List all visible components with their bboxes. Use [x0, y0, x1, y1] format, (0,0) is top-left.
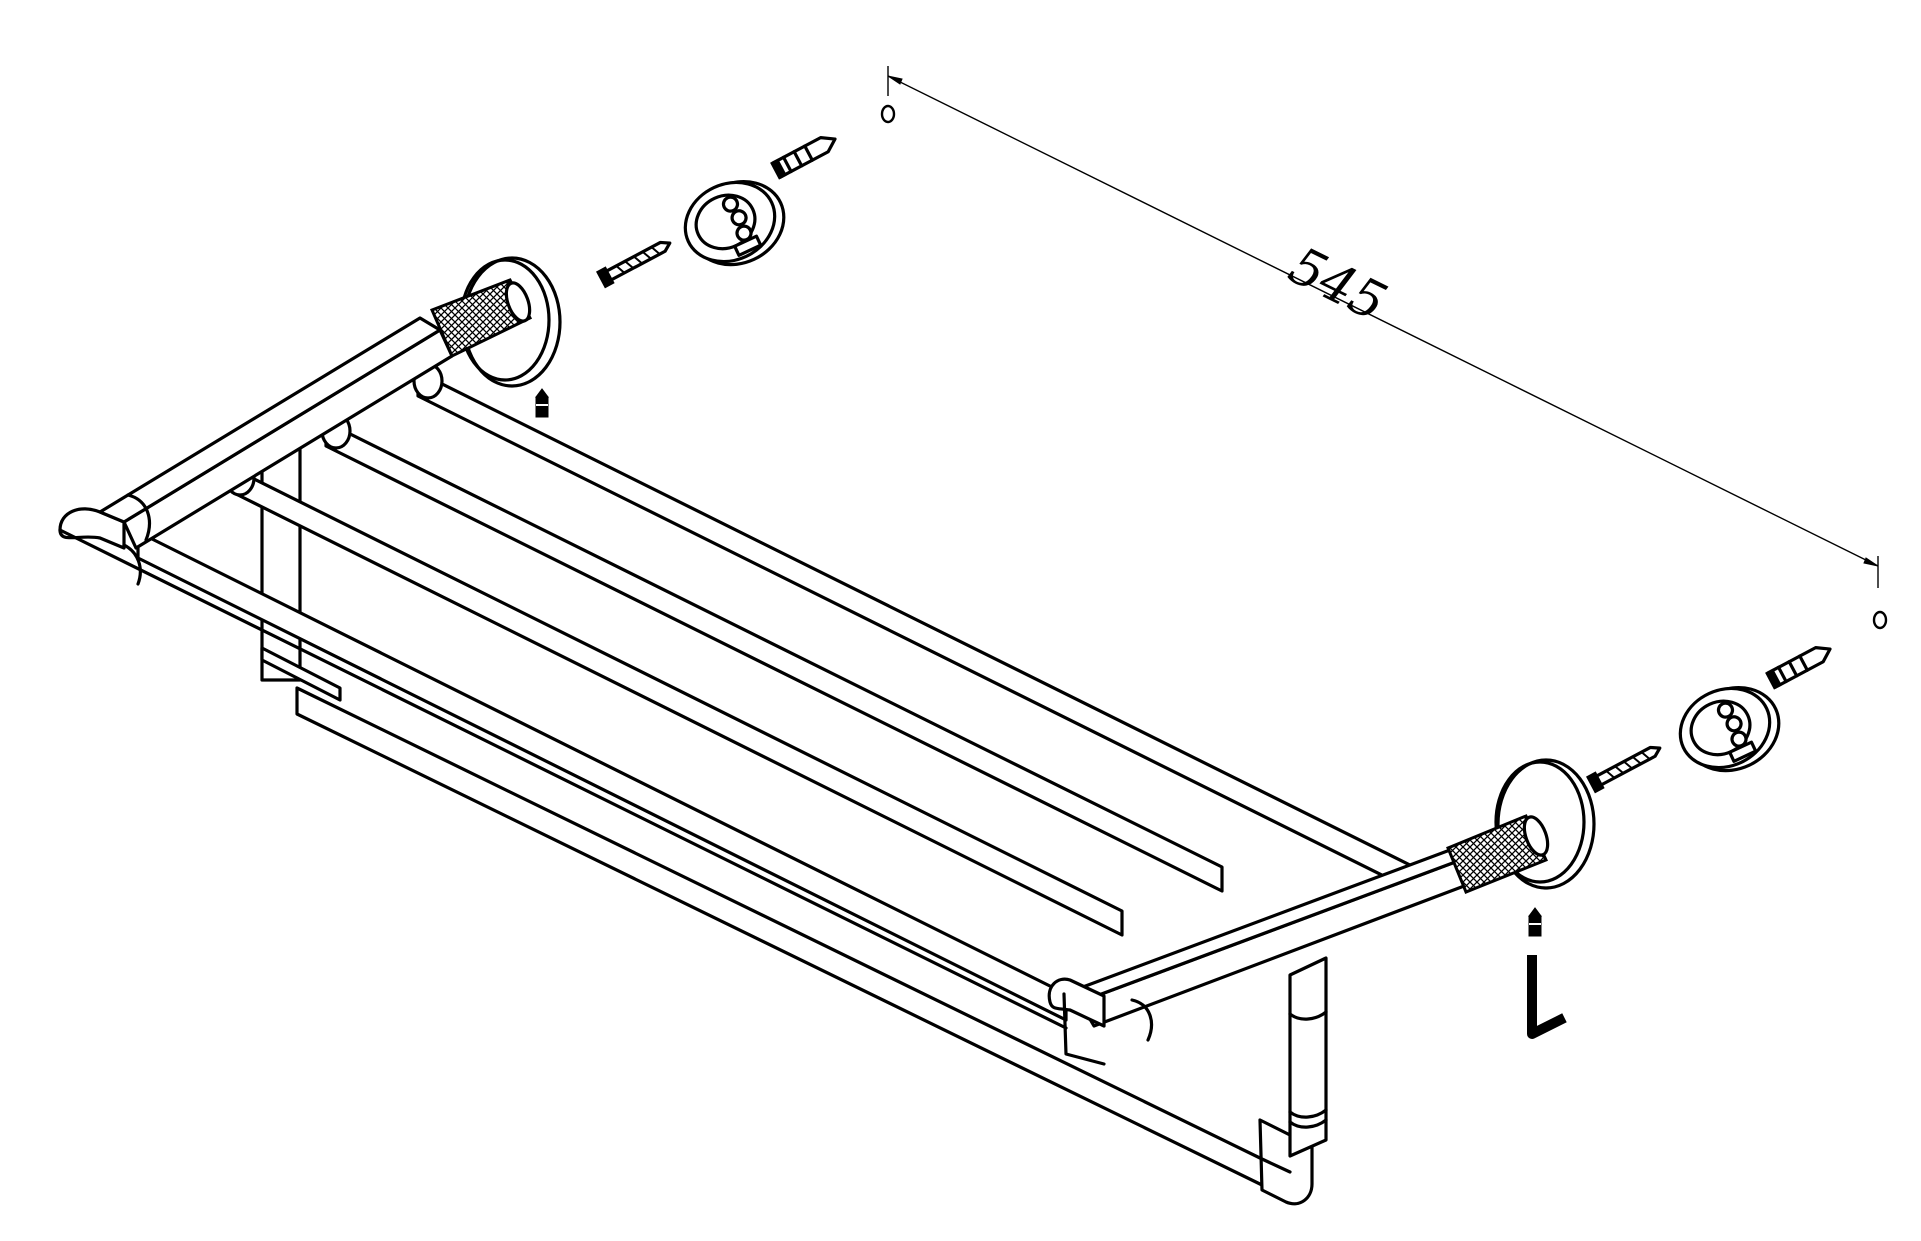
- grub-screw-icon: [535, 388, 549, 418]
- wall-plate-icon: [1678, 685, 1781, 773]
- left-wall-bracket: [430, 256, 562, 388]
- right-side-frame: [1047, 848, 1482, 1066]
- shelf-rod-3: [224, 459, 1124, 937]
- wall-plate-icon: [683, 179, 786, 267]
- shelf-rod-front: [136, 530, 1068, 1022]
- right-wall-bracket: [1446, 758, 1596, 894]
- dimension-line: 545: [887, 66, 1879, 588]
- allen-key-icon: [1527, 955, 1567, 1039]
- right-vertical-support: [1288, 956, 1328, 1158]
- wall-plug-icon: [1765, 646, 1832, 690]
- shelf-rod-2: [320, 412, 1224, 893]
- grub-screw-icon: [1528, 907, 1542, 937]
- screw-icon: [1586, 745, 1662, 794]
- wall-plug-icon: [770, 136, 837, 180]
- left-side-frame: [58, 316, 1068, 1030]
- drill-hole-icon: [1872, 610, 1888, 630]
- drill-hole-icon: [880, 104, 896, 124]
- screw-icon: [596, 240, 672, 289]
